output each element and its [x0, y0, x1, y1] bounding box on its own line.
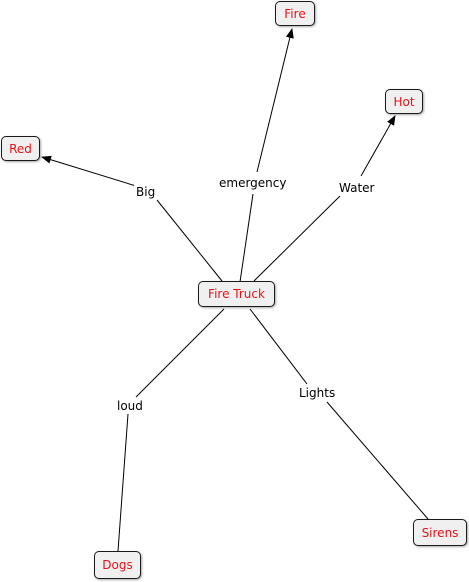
- connector-emergency-upper: [256, 28, 294, 173]
- node-fire-truck[interactable]: Fire Truck: [198, 281, 275, 307]
- connector-water-lower: [253, 195, 341, 282]
- link-label-emergency: emergency: [217, 175, 289, 191]
- link-label-loud: loud: [115, 398, 145, 414]
- connector-lights-upper: [249, 308, 308, 385]
- link-label-big: Big: [134, 184, 158, 200]
- link-label-lights: Lights: [297, 385, 338, 401]
- node-hot[interactable]: Hot: [385, 89, 423, 114]
- node-sirens[interactable]: Sirens: [413, 519, 467, 546]
- connector-big-lower: [156, 199, 223, 282]
- connector-emergency-lower: [239, 193, 254, 283]
- node-fire[interactable]: Fire: [275, 1, 315, 26]
- node-dogs[interactable]: Dogs: [94, 551, 141, 579]
- connector-water-upper: [360, 115, 396, 177]
- connector-loud-lower: [117, 413, 129, 552]
- node-red[interactable]: Red: [1, 136, 40, 161]
- connector-loud-upper: [135, 308, 225, 398]
- connector-big-upper: [41, 155, 137, 187]
- link-label-water: Water: [337, 180, 377, 196]
- connector-lights-lower: [326, 401, 429, 520]
